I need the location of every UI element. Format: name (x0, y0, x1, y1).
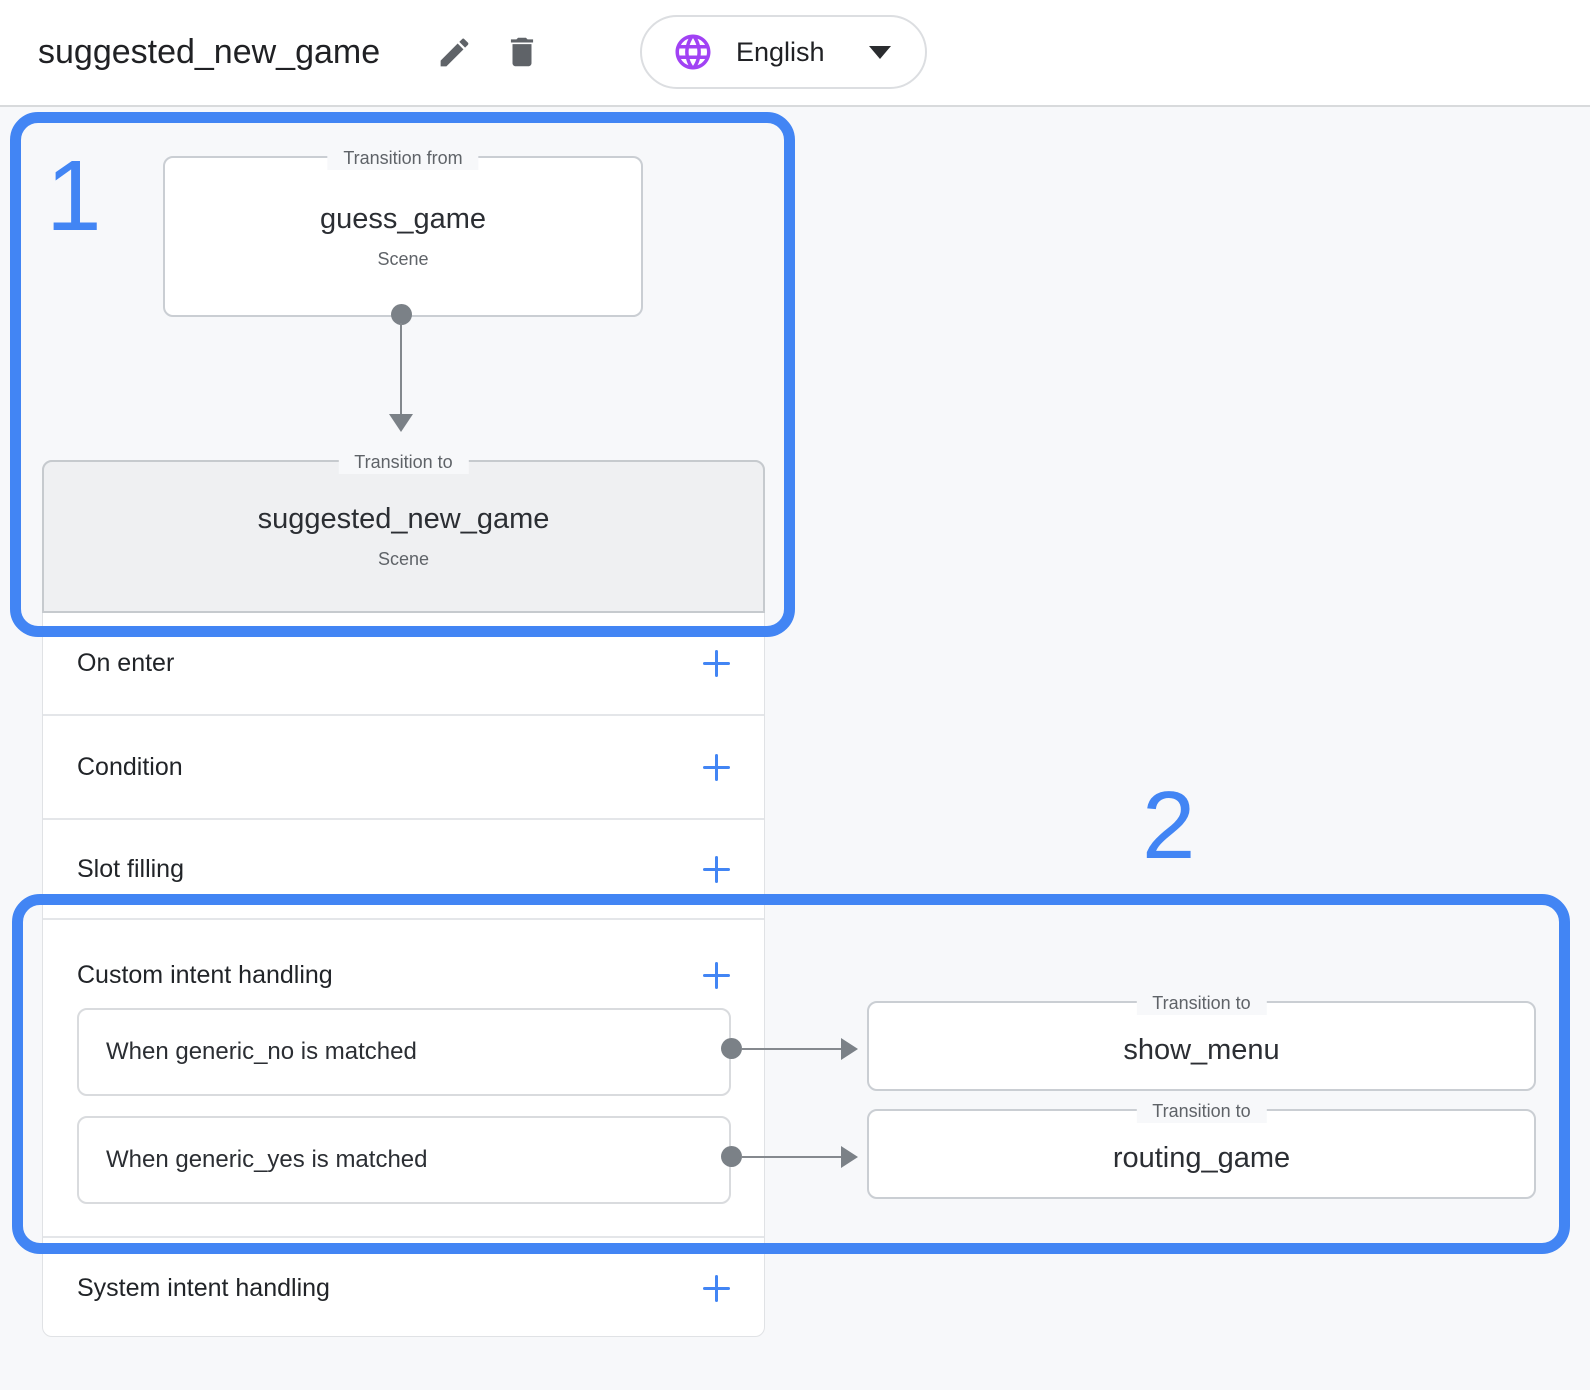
section-label: On enter (77, 649, 175, 677)
annotation-number-2: 2 (1142, 772, 1196, 879)
section-label: Custom intent handling (77, 960, 333, 989)
transition-to-legend: Transition to (1136, 1099, 1267, 1123)
scene-node-guess-game[interactable]: Transition from guess_game Scene (163, 146, 643, 317)
scene-panel: Transition to suggested_new_game Scene O… (42, 450, 765, 1338)
connector-dot (721, 1038, 742, 1059)
language-label: English (736, 36, 825, 67)
intent-card-generic-no[interactable]: When generic_no is matched (77, 1008, 731, 1096)
add-condition-button[interactable] (703, 753, 730, 781)
scene-node-subtitle: Scene (377, 249, 429, 269)
edit-scene-button[interactable] (432, 30, 476, 74)
delete-scene-button[interactable] (500, 30, 544, 74)
scene-node-title: show_menu (1123, 1033, 1280, 1066)
current-scene-subtitle: Scene (377, 549, 430, 569)
section-label: Condition (77, 752, 183, 781)
connector-dot (391, 304, 412, 325)
scene-node-title: guess_game (319, 203, 487, 235)
connector-line (400, 323, 402, 415)
chevron-down-icon (869, 45, 891, 59)
add-slot-filling-button[interactable] (703, 855, 730, 883)
transition-to-legend: Transition to (1136, 991, 1267, 1015)
transition-from-legend: Transition from (327, 146, 479, 170)
connector-line (741, 1156, 841, 1158)
intent-card-generic-yes[interactable]: When generic_yes is matched (77, 1116, 731, 1204)
connector-dot (721, 1146, 742, 1167)
arrow-down-icon (389, 414, 413, 432)
annotation-number-1: 1 (46, 140, 102, 252)
add-on-enter-button[interactable] (703, 650, 730, 677)
section-system-intent-handling: System intent handling (43, 1236, 764, 1338)
add-custom-intent-button[interactable] (703, 961, 730, 989)
section-label: System intent handling (77, 1273, 330, 1302)
add-system-intent-button[interactable] (703, 1274, 730, 1302)
scene-node-show-menu[interactable]: Transition to show_menu (867, 991, 1536, 1091)
globe-icon (672, 31, 714, 73)
section-label: Slot filling (77, 854, 184, 883)
section-slot-filling: Slot filling (43, 818, 764, 918)
top-bar: suggested_new_game English (0, 0, 1590, 107)
arrow-right-icon (841, 1146, 858, 1168)
intent-card-label: When generic_yes is matched (106, 1146, 428, 1173)
connector-line (741, 1048, 841, 1050)
arrow-right-icon (841, 1038, 858, 1060)
transition-to-header: Transition to suggested_new_game Scene (42, 450, 765, 613)
page-title: suggested_new_game (38, 33, 381, 71)
section-condition: Condition (43, 714, 764, 818)
current-scene-title: suggested_new_game (257, 503, 550, 535)
section-custom-intent-handling: Custom intent handling When generic_no i… (43, 918, 764, 1236)
pencil-icon (436, 34, 473, 71)
scene-node-title: routing_game (1112, 1141, 1291, 1174)
scene-node-routing-game[interactable]: Transition to routing_game (867, 1099, 1536, 1199)
intent-card-label: When generic_no is matched (106, 1038, 417, 1065)
trash-icon (503, 33, 541, 71)
language-selector[interactable]: English (640, 15, 927, 89)
transition-to-legend: Transition to (338, 450, 469, 474)
section-on-enter: On enter (43, 613, 764, 714)
